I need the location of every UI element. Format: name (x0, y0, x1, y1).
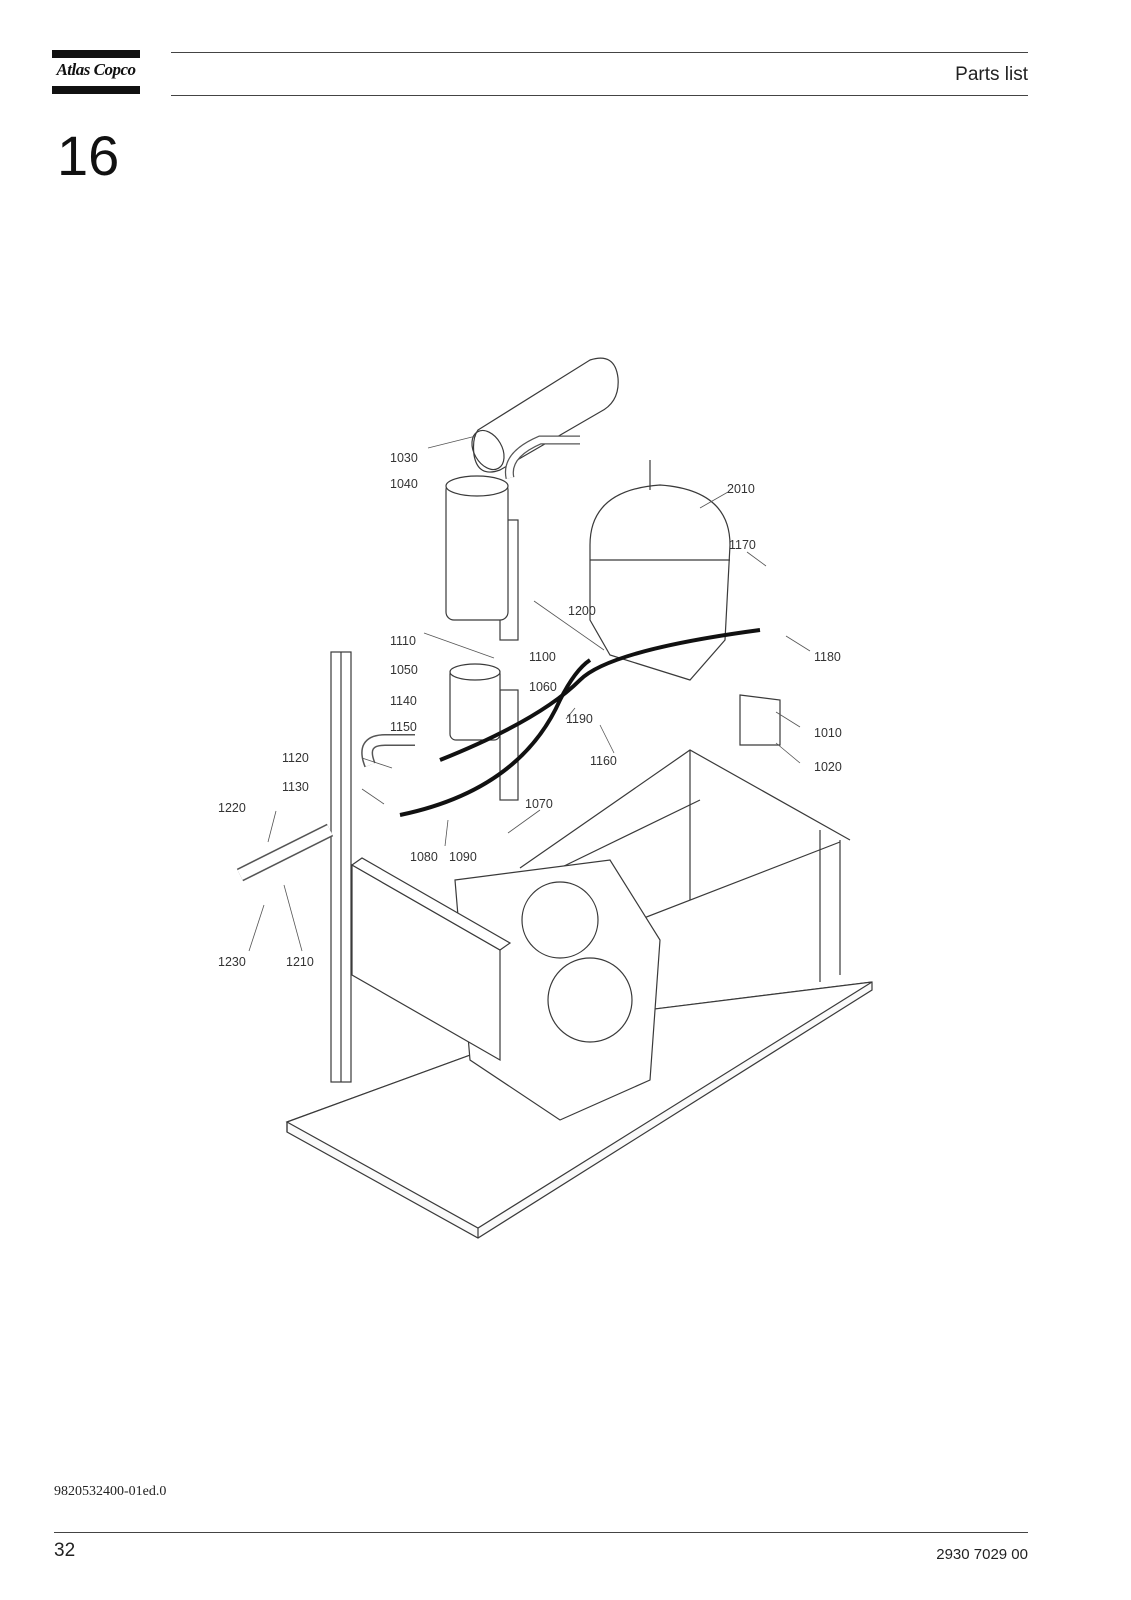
callout-1230: 1230 (218, 955, 246, 969)
section-number: 16 (57, 124, 120, 187)
callout-1210: 1210 (286, 955, 314, 969)
callout-1100: 1100 (529, 650, 556, 664)
header-rule-bottom (171, 95, 1028, 96)
header-rule-top (171, 52, 1028, 53)
document-code: 9820532400-01ed.0 (54, 1484, 167, 1499)
callout-1080: 1080 (410, 850, 438, 864)
callout-1200: 1200 (568, 604, 596, 618)
callout-1120: 1120 (282, 751, 309, 765)
callout-1190: 1190 (566, 712, 593, 726)
page-number: 32 (54, 1540, 76, 1561)
callout-1150: 1150 (390, 720, 417, 734)
callout-1020: 1020 (814, 760, 842, 774)
logo-bar-top (52, 50, 140, 58)
drawing-linework (236, 357, 873, 1239)
callout-1140: 1140 (390, 694, 417, 708)
callout-1130: 1130 (282, 780, 309, 794)
callout-1010: 1010 (814, 726, 842, 740)
atlas-copco-logo: Atlas Copco (52, 50, 140, 94)
callout-1090: 1090 (449, 850, 477, 864)
callout-2010: 2010 (727, 482, 755, 496)
callout-1070: 1070 (525, 797, 553, 811)
callout-1110: 1110 (390, 634, 416, 648)
footer-rule (54, 1532, 1028, 1533)
callout-1160: 1160 (590, 754, 617, 768)
callout-1170: 1170 (729, 538, 756, 552)
callout-1220: 1220 (218, 801, 246, 815)
callout-1030: 1030 (390, 451, 418, 465)
part-number: 2930 7029 00 (936, 1546, 1028, 1563)
callout-1040: 1040 (390, 477, 418, 491)
callout-1180: 1180 (814, 650, 841, 664)
callout-leaders (248, 435, 811, 952)
callout-labels: 1030 1040 2010 1170 1200 1110 1100 1180 … (218, 451, 842, 969)
logo-wordmark: Atlas Copco (56, 60, 136, 79)
page-header-title: Parts list (955, 64, 1028, 85)
logo-bar-bottom (52, 86, 140, 94)
callout-1050: 1050 (390, 663, 418, 677)
callout-1060: 1060 (529, 680, 557, 694)
